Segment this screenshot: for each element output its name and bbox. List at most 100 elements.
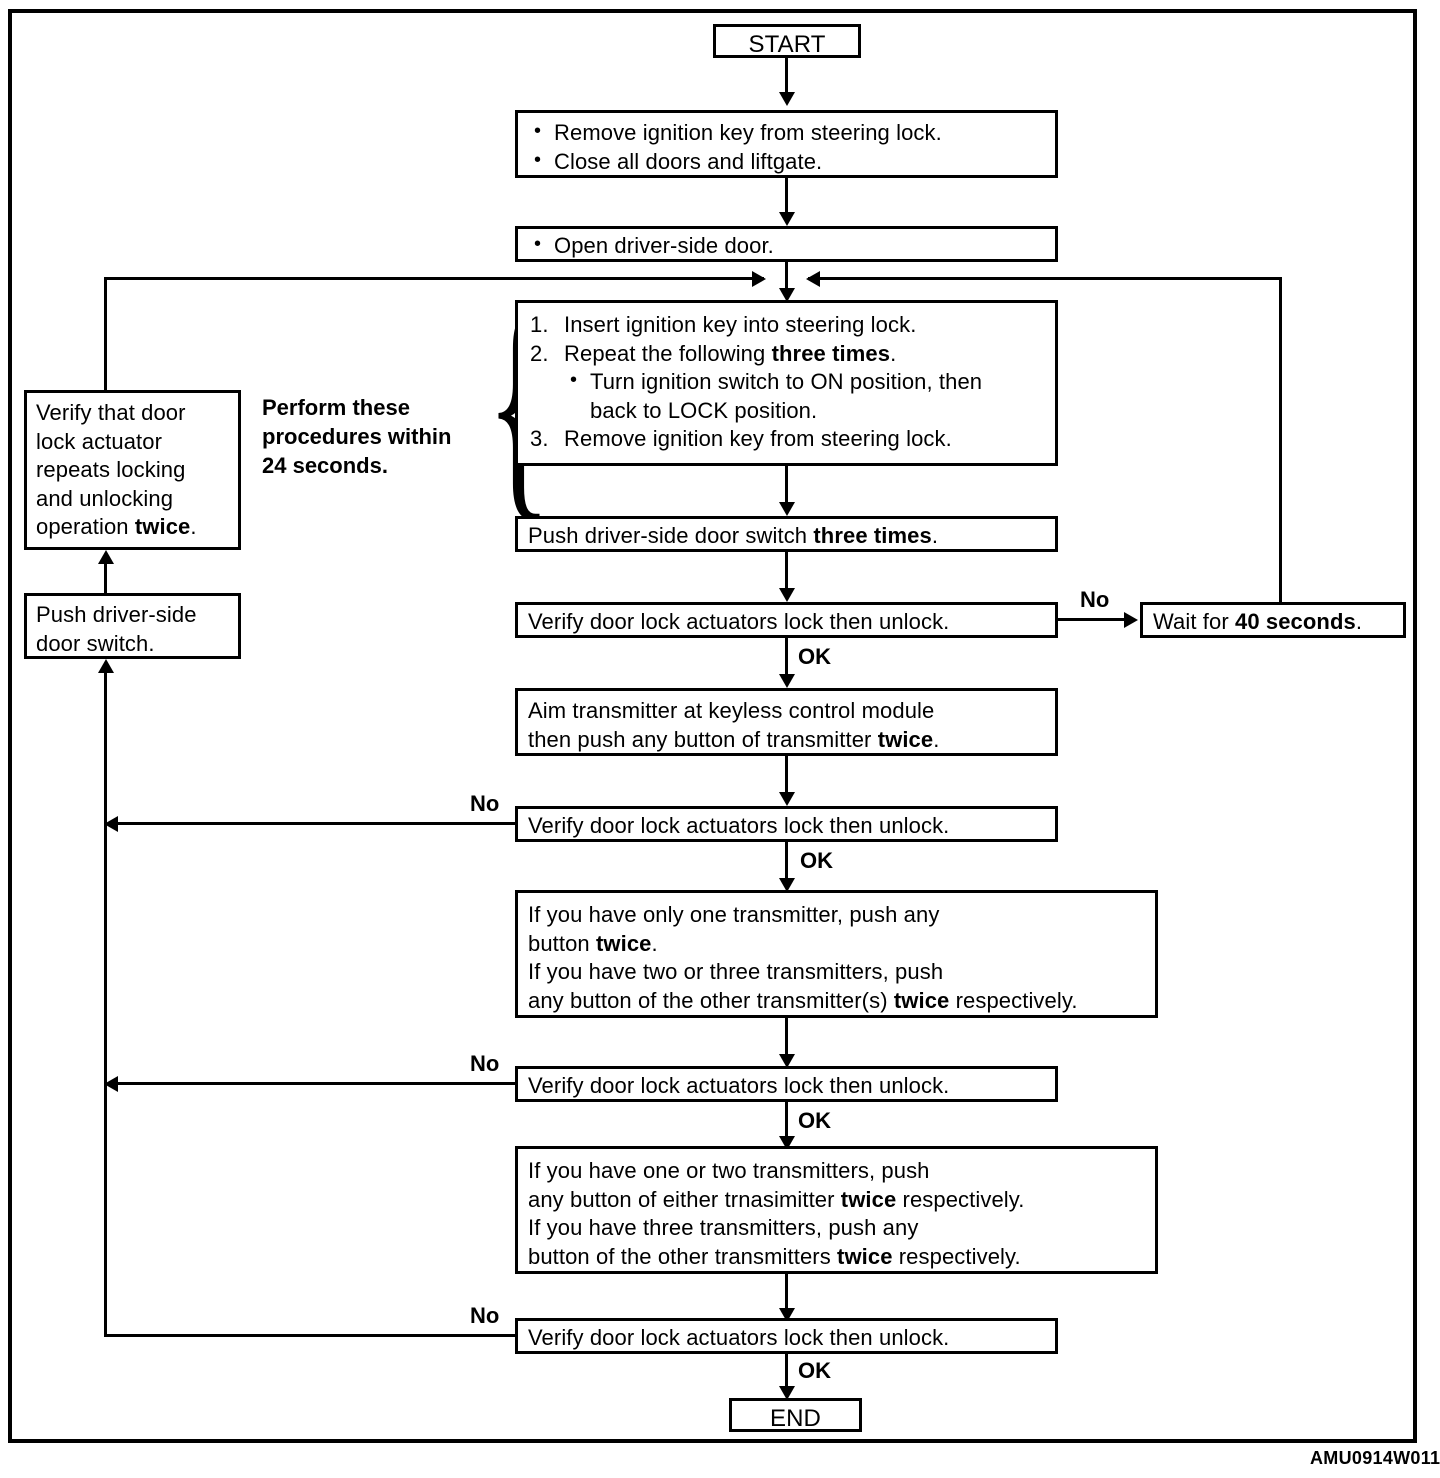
verify-repeat-l5a: operation bbox=[36, 514, 135, 540]
connector-aim-to-verify2 bbox=[785, 756, 788, 800]
arrowhead-aim-to-verify2 bbox=[779, 792, 795, 806]
node-push-switch: Push driver-side door switch. bbox=[24, 593, 241, 659]
connector-transmittersA-to-verify3 bbox=[785, 1018, 788, 1062]
connector-verify2-ok bbox=[785, 842, 788, 886]
connector-transmittersB-to-verify4 bbox=[785, 1274, 788, 1316]
transmitters-a-l4b: twice bbox=[893, 987, 950, 1013]
arrowhead-pushswitch-to-verifyrepeat bbox=[98, 550, 114, 564]
ignition-step-3-text: Remove ignition key from steering lock. bbox=[564, 426, 952, 452]
node-verify-1-label: Verify door lock actuators lock then unl… bbox=[528, 609, 950, 634]
wait40-emphasis: 40 seconds bbox=[1234, 609, 1356, 634]
edge-label-no-1: No bbox=[1080, 587, 1110, 612]
transmitters-b-line4: button of the other transmitters twice r… bbox=[528, 1243, 1145, 1272]
node-push-switch-three-times-label: Push driver-side door switch three times… bbox=[528, 522, 1045, 551]
ignition-step-2-sub-line1: Turn ignition switch to ON position, the… bbox=[528, 367, 1045, 397]
ignition-step-2: 2.Repeat the following three times. bbox=[528, 340, 1045, 369]
ignition-step-3-number: 3. bbox=[530, 426, 549, 452]
transmitters-a-l2a: button bbox=[528, 930, 596, 956]
verify-repeat-l5c: . bbox=[190, 514, 197, 540]
merge-bar-right bbox=[808, 277, 1282, 280]
merge-bar-left bbox=[104, 277, 764, 280]
transmitters-b-line3: If you have three transmitters, push any bbox=[528, 1215, 919, 1241]
push-switch-line2: door switch. bbox=[36, 630, 155, 656]
connector-prep-to-open bbox=[785, 178, 788, 220]
node-prep: Remove ignition key from steering lock. … bbox=[515, 110, 1058, 178]
transmitters-b-l4b: twice bbox=[837, 1243, 893, 1269]
push3x-text-a: Push driver-side door switch bbox=[528, 523, 814, 548]
arrowhead-verify1-ok bbox=[779, 674, 795, 688]
wait40-text-c: . bbox=[1355, 609, 1363, 634]
timing-note-line2: procedures within bbox=[262, 424, 452, 450]
node-ignition-sequence: 1. Insert ignition key into steering lock… bbox=[515, 300, 1058, 466]
verify-repeat-line3: repeats locking bbox=[36, 457, 186, 483]
ignition-step-1-number: 1. bbox=[530, 312, 549, 337]
node-start-label: START bbox=[748, 31, 826, 58]
transmitters-a-line2: button twice. bbox=[528, 930, 1145, 959]
node-wait-40-seconds: Wait for 40 seconds. bbox=[1140, 602, 1406, 638]
arrowhead-start-to-prep bbox=[779, 92, 795, 106]
push3x-text-c: . bbox=[931, 523, 939, 548]
node-open-door-line1: Open driver-side door. bbox=[528, 231, 1045, 261]
verify-repeat-line4: and unlocking bbox=[36, 485, 174, 511]
transmitters-b-l2b: twice bbox=[840, 1186, 897, 1212]
arrowhead-push3x-to-verify1 bbox=[779, 588, 795, 602]
node-verify-repeat: Verify that door lock actuator repeats l… bbox=[24, 390, 241, 550]
transmitters-a-line4: any button of the other transmitter(s) t… bbox=[528, 987, 1145, 1016]
edge-label-no-2: No bbox=[470, 791, 500, 816]
node-prep-line2: Close all doors and liftgate. bbox=[528, 147, 1045, 177]
branch-verify1-no bbox=[1058, 618, 1126, 621]
ignition-step-2-text-a: Repeat the following bbox=[564, 340, 772, 366]
transmitters-b-line2: any button of either trnasimitter twice … bbox=[528, 1186, 1145, 1215]
verify-repeat-line2: lock actuator bbox=[36, 428, 163, 454]
ignition-step-1-text: Insert ignition key into steering lock. bbox=[564, 312, 917, 337]
aim-text-a: then push any button of transmitter bbox=[528, 726, 878, 752]
node-aim-transmitter-line2: then push any button of transmitter twic… bbox=[528, 726, 1045, 755]
connector-push3x-to-verify1 bbox=[785, 552, 788, 596]
timing-note-line3: 24 seconds. bbox=[262, 453, 388, 479]
edge-label-ok-3: OK bbox=[798, 1108, 831, 1133]
arrowhead-merge-from-left bbox=[752, 271, 766, 287]
edge-label-ok-1: OK bbox=[798, 644, 831, 669]
edge-label-ok-2: OK bbox=[800, 848, 833, 873]
verify-repeat-line1: Verify that door bbox=[36, 400, 186, 425]
branch-verify2-no bbox=[118, 822, 515, 825]
transmitters-b-l2c: respectively. bbox=[896, 1186, 1025, 1212]
arrowhead-prep-to-open bbox=[779, 212, 795, 226]
push-switch-line1: Push driver-side bbox=[36, 602, 197, 627]
node-end: END bbox=[729, 1398, 862, 1432]
verify-repeat-line5: operation twice. bbox=[36, 513, 229, 542]
transmitters-b-l4c: respectively. bbox=[892, 1243, 1021, 1269]
transmitters-a-l2c: . bbox=[651, 930, 658, 956]
connector-pushswitch-to-verifyrepeat bbox=[104, 560, 107, 593]
transmitters-b-l4a: button of the other transmitters bbox=[528, 1243, 838, 1269]
timing-note-line1: Perform these bbox=[262, 395, 410, 420]
transmitters-a-l4a: any button of the other transmitter(s) bbox=[528, 987, 894, 1013]
document-frame bbox=[8, 9, 1417, 1443]
timing-note: Perform these procedures within 24 secon… bbox=[262, 393, 451, 480]
node-open-door: Open driver-side door. bbox=[515, 226, 1058, 262]
node-verify-3-label: Verify door lock actuators lock then unl… bbox=[528, 1073, 950, 1098]
arrowhead-merge-from-right bbox=[806, 271, 820, 287]
arrowhead-feedback-bus bbox=[98, 659, 114, 673]
arrowhead-verify3-no bbox=[104, 1076, 118, 1092]
connector-verify3-ok bbox=[785, 1102, 788, 1144]
edge-label-no-4: No bbox=[470, 1303, 500, 1328]
node-transmitters-b: If you have one or two transmitters, pus… bbox=[515, 1146, 1158, 1274]
node-verify-4: Verify door lock actuators lock then unl… bbox=[515, 1318, 1058, 1354]
transmitters-a-l2b: twice bbox=[595, 930, 652, 956]
connector-start-to-prep bbox=[785, 58, 788, 96]
arrowhead-verify1-no bbox=[1124, 612, 1138, 628]
ignition-step-2-text-c: . bbox=[890, 340, 897, 366]
ignition-step-2-sub-line2: back to LOCK position. bbox=[590, 397, 818, 423]
branch-verify3-no bbox=[118, 1082, 515, 1085]
arrowhead-verify2-no bbox=[104, 816, 118, 832]
branch-verify4-no bbox=[104, 1334, 515, 1337]
node-transmitters-a: If you have only one transmitter, push a… bbox=[515, 890, 1158, 1018]
node-start: START bbox=[713, 24, 861, 58]
return-line-left-riser bbox=[104, 277, 107, 390]
node-verify-2-label: Verify door lock actuators lock then unl… bbox=[528, 813, 950, 838]
connector-open-to-merge bbox=[785, 262, 788, 280]
node-end-label: END bbox=[770, 1405, 821, 1432]
node-push-switch-three-times: Push driver-side door switch three times… bbox=[515, 516, 1058, 552]
verify-repeat-l5b: twice bbox=[134, 514, 191, 540]
